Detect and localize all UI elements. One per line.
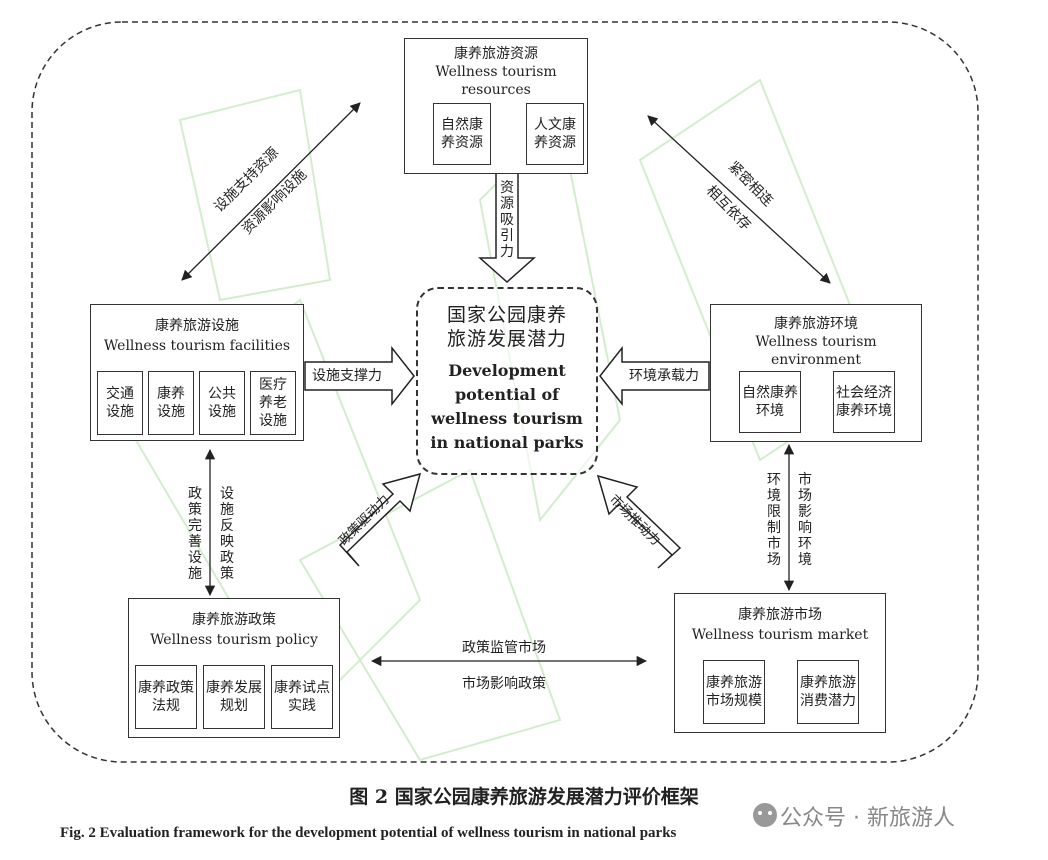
- center-title-en-4: in national parks: [430, 433, 584, 452]
- center-title-cn-2: 旅游发展潜力: [446, 328, 567, 350]
- market-title-en: Wellness tourism market: [691, 627, 869, 643]
- environment-item-natural: 自然康养环境: [739, 371, 801, 433]
- facilities-item-transport: 交通设施: [97, 371, 143, 435]
- label-policy-regulate-market: 政策监管市场: [462, 640, 546, 656]
- resources-title-en-2: resources: [461, 82, 531, 98]
- label-resource-attraction: 资源吸引力: [500, 180, 514, 260]
- outer-dashed-border: [31, 21, 979, 763]
- policy-item-regulations: 康养政策法规: [135, 665, 197, 729]
- policy-box: 康养旅游政策 Wellness tourism policy 康养政策法规 康养…: [128, 598, 340, 738]
- environment-title-en-2: environment: [770, 352, 862, 368]
- environment-item-social: 社会经济康养环境: [833, 371, 895, 433]
- label-environment-capacity: 环境承载力: [629, 368, 699, 384]
- market-item-scale: 康养旅游市场规模: [703, 660, 765, 724]
- center-title-en-2: potential of: [454, 385, 560, 404]
- figure-caption-en: Fig. 2 Evaluation framework for the deve…: [60, 825, 677, 841]
- center-title-cn-1: 国家公园康养: [446, 304, 567, 326]
- policy-item-pilot: 康养试点实践: [271, 665, 333, 729]
- resources-item-cultural: 人文康养资源: [526, 103, 584, 165]
- label-facility-support: 设施支撑力: [312, 368, 382, 384]
- market-item-consumption: 康养旅游消费潜力: [797, 660, 859, 724]
- policy-title-cn: 康养旅游政策: [192, 612, 276, 628]
- force-arrow-environment: [599, 345, 710, 407]
- environment-title-en-1: Wellness tourism: [755, 334, 877, 350]
- environment-title-cn: 康养旅游环境: [774, 316, 858, 332]
- force-arrow-policy: [338, 472, 422, 567]
- label-env-limit-market: 环境限制市场: [767, 472, 781, 568]
- resources-title-cn: 康养旅游资源: [454, 46, 538, 62]
- label-market-affect-env: 市场影响环境: [798, 472, 812, 568]
- label-policy-improve-facility: 政策完善设施: [188, 486, 202, 582]
- wechat-icon: [753, 803, 777, 827]
- facilities-box: 康养旅游设施 Wellness tourism facilities 交通设施 …: [90, 304, 304, 441]
- resources-title-en-1: Wellness tourism: [435, 64, 557, 80]
- resources-box: 康养旅游资源 Wellness tourism resources 自然康养资源…: [404, 38, 588, 174]
- environment-box: 康养旅游环境 Wellness tourism environment 自然康养…: [710, 304, 922, 442]
- facilities-item-public: 公共设施: [199, 371, 245, 435]
- policy-item-planning: 康养发展规划: [203, 665, 265, 729]
- figure-caption-cn: 图 2 国家公园康养旅游发展潜力评价框架: [349, 786, 699, 808]
- arrow-facility-resource: [181, 102, 361, 281]
- force-arrow-resource: [478, 171, 536, 284]
- center-box: 国家公园康养 旅游发展潜力 Development potential of w…: [416, 287, 598, 475]
- center-title-en-1: Development: [448, 361, 566, 380]
- arrow-resource-environment: [647, 115, 831, 284]
- force-arrow-market: [596, 474, 682, 569]
- facilities-item-medical: 医疗养老设施: [250, 371, 296, 435]
- market-box: 康养旅游市场 Wellness tourism market 康养旅游市场规模 …: [674, 593, 886, 733]
- center-title-en-3: wellness tourism: [431, 409, 583, 428]
- watermark-text: 公众号 · 新旅游人: [780, 806, 955, 831]
- facilities-title-cn: 康养旅游设施: [155, 318, 239, 334]
- facilities-title-en: Wellness tourism facilities: [103, 338, 291, 354]
- market-title-cn: 康养旅游市场: [738, 607, 822, 623]
- policy-title-en: Wellness tourism policy: [150, 632, 318, 648]
- force-arrow-facility: [304, 345, 415, 407]
- label-facility-reflect-policy: 设施反映政策: [220, 486, 234, 582]
- resources-item-natural: 自然康养资源: [433, 103, 491, 165]
- facilities-item-wellness: 康养设施: [148, 371, 194, 435]
- label-market-affect-policy: 市场影响政策: [462, 676, 546, 692]
